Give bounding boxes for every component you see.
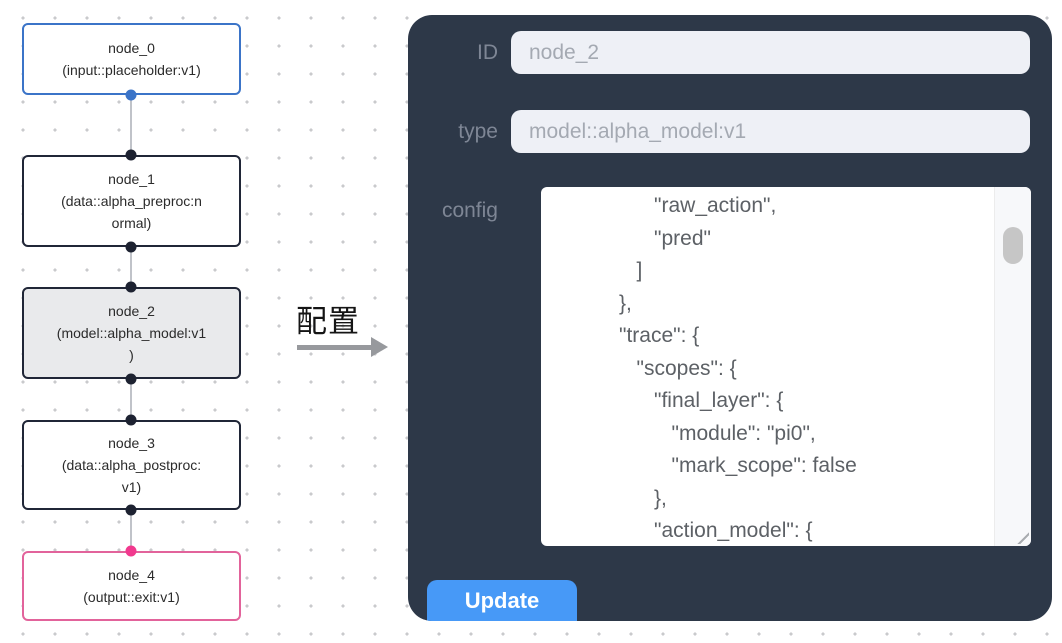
edge-connector-0-1 xyxy=(130,95,132,155)
scrollbar-track[interactable] xyxy=(994,187,1031,546)
port-input-node-1[interactable] xyxy=(125,149,137,161)
port-output-node-2[interactable] xyxy=(125,373,137,385)
type-label: type xyxy=(458,120,498,143)
config-editor[interactable]: "raw_action", "pred" ] }, "trace": { "sc… xyxy=(541,187,1031,546)
node-subtitle: (model::alpha_model:v1 xyxy=(56,325,207,341)
port-input-node-2[interactable] xyxy=(125,281,137,293)
port-output-node-1[interactable] xyxy=(125,241,137,253)
node-title: node_3 xyxy=(108,435,155,451)
node-subtitle: ormal) xyxy=(111,215,152,231)
config-label: config xyxy=(441,199,498,222)
node-subtitle: (data::alpha_preproc:n xyxy=(61,193,202,209)
config-panel: ID type config "raw_action", "pred" ] },… xyxy=(408,15,1052,621)
graph-node-4[interactable]: node_4 (output::exit:v1) xyxy=(22,551,241,621)
node-title: node_4 xyxy=(108,567,155,583)
id-label: ID xyxy=(477,41,498,64)
node-subtitle: (data::alpha_postproc: xyxy=(61,457,202,473)
port-input-node-3[interactable] xyxy=(125,414,137,426)
config-annotation: 配置 xyxy=(296,296,388,357)
node-title: node_1 xyxy=(108,171,155,187)
edge-connector-3-4 xyxy=(130,510,132,551)
graph-node-1[interactable]: node_1 (data::alpha_preproc:n ormal) xyxy=(22,155,241,247)
graph-node-3[interactable]: node_3 (data::alpha_postproc: v1) xyxy=(22,420,241,510)
port-input-node-4[interactable] xyxy=(125,545,137,557)
node-subtitle: v1) xyxy=(121,479,142,495)
edge-connector-2-3 xyxy=(130,379,132,420)
id-input[interactable] xyxy=(511,31,1030,74)
port-output-node-3[interactable] xyxy=(125,504,137,516)
arrow-right-icon xyxy=(297,345,373,350)
node-subtitle: (input::placeholder:v1) xyxy=(62,62,201,78)
config-annotation-label: 配置 xyxy=(296,304,360,339)
node-subtitle: (output::exit:v1) xyxy=(83,589,180,605)
graph-node-2-selected[interactable]: node_2 (model::alpha_model:v1 ) xyxy=(22,287,241,379)
edge-connector-1-2 xyxy=(130,247,132,287)
config-json-text: "raw_action", "pred" ] }, "trace": { "sc… xyxy=(619,194,857,542)
type-input[interactable] xyxy=(511,110,1030,153)
update-button[interactable]: Update xyxy=(427,580,577,621)
arrow-head-icon xyxy=(371,337,388,357)
node-subtitle: ) xyxy=(129,347,134,363)
graph-node-0[interactable]: node_0 (input::placeholder:v1) xyxy=(22,23,241,95)
port-output-node-0[interactable] xyxy=(125,89,137,101)
node-title: node_2 xyxy=(108,303,155,319)
scrollbar-thumb[interactable] xyxy=(1003,227,1023,264)
node-title: node_0 xyxy=(108,40,155,56)
